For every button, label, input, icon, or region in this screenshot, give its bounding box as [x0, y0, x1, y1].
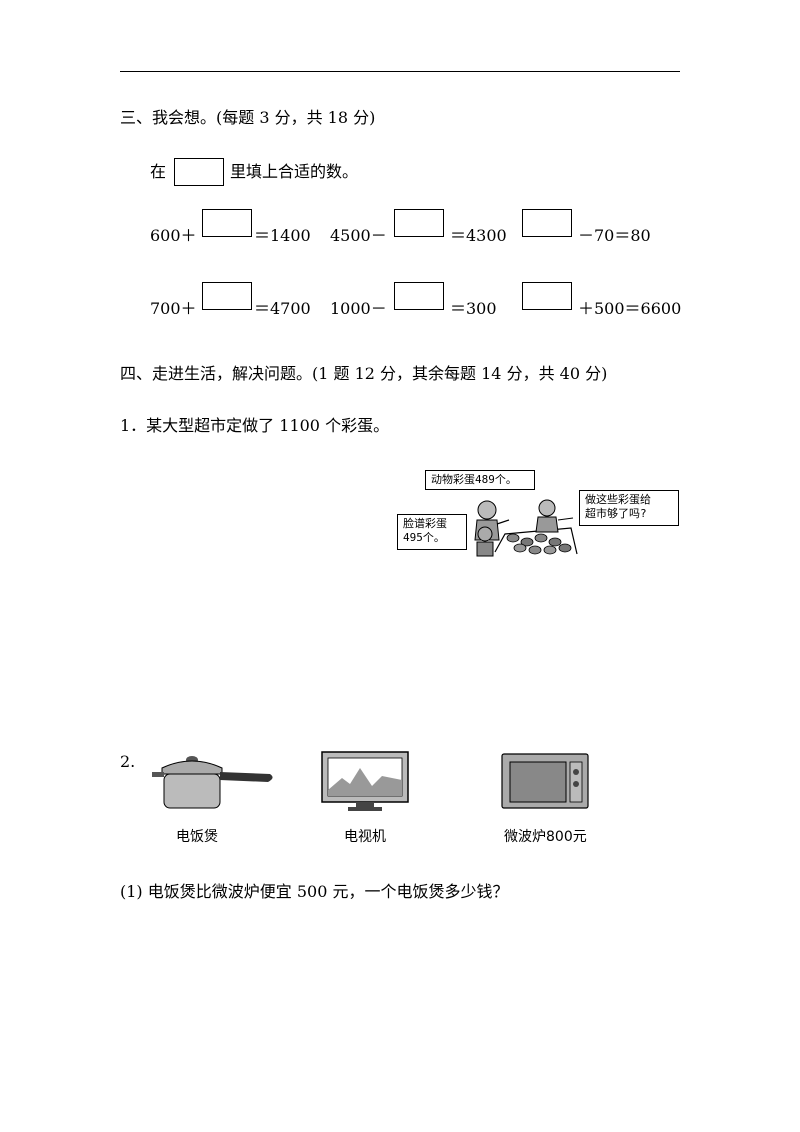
- equation-right: ＝4300: [450, 226, 507, 245]
- speech-bubble-animal: 动物彩蛋489个。: [425, 470, 535, 490]
- bubble-face-line1: 脸谱彩蛋: [403, 517, 447, 530]
- answer-box[interactable]: [202, 209, 252, 237]
- equation-left: 4500－: [330, 226, 387, 245]
- item-caption-rice-cooker: 电饭煲: [176, 829, 218, 845]
- equation-right: ＝1400: [254, 226, 311, 245]
- tv-icon: [320, 750, 410, 814]
- section3-heading: 三、我会想。(每题 3 分，共 18 分): [120, 108, 376, 127]
- answer-box-example: [174, 158, 224, 186]
- instruction-after: 里填上合适的数。: [230, 162, 359, 181]
- speech-bubble-face: 脸谱彩蛋 495个。: [397, 514, 467, 550]
- bubble-question-line2: 超市够了吗?: [585, 507, 647, 520]
- equation-left: 700＋: [150, 299, 197, 318]
- equation-right: ＝300: [450, 299, 497, 318]
- instruction-before: 在: [150, 162, 167, 181]
- equation-left: 600＋: [150, 226, 197, 245]
- egg-illustration: 动物彩蛋489个。 脸谱彩蛋 495个。 做这些彩蛋给 超市够了吗?: [395, 462, 685, 562]
- equation-6: ＋500＝6600: [522, 282, 682, 318]
- question-2-number: 2.: [120, 752, 136, 771]
- question-2-sub1: (1) 电饭煲比微波炉便宜 500 元，一个电饭煲多少钱？: [120, 882, 509, 901]
- microwave-icon: [500, 752, 590, 812]
- equation-right: ＋500＝6600: [578, 299, 682, 318]
- equation-left: 1000－: [330, 299, 387, 318]
- answer-box[interactable]: [522, 209, 572, 237]
- answer-box[interactable]: [394, 209, 444, 237]
- item-caption-microwave: 微波炉800元: [504, 829, 587, 845]
- answer-box[interactable]: [522, 282, 572, 310]
- equation-5: 1000－ ＝300: [330, 282, 510, 318]
- equation-right: －70＝80: [578, 226, 651, 245]
- equation-2: 4500－ ＝4300: [330, 209, 510, 245]
- bubble-face-line2: 495个。: [403, 531, 445, 544]
- section4-heading: 四、走进生活，解决问题。(1 题 12 分，其余每题 14 分，共 40 分): [120, 364, 608, 383]
- bubble-question-line1: 做这些彩蛋给: [585, 493, 651, 506]
- equation-3: －70＝80: [522, 209, 682, 245]
- top-rule: [120, 71, 680, 72]
- item-caption-tv: 电视机: [344, 829, 386, 845]
- question-1-text: 1．某大型超市定做了 1100 个彩蛋。: [120, 416, 390, 435]
- equation-right: ＝4700: [254, 299, 311, 318]
- speech-bubble-question: 做这些彩蛋给 超市够了吗?: [579, 490, 679, 526]
- answer-box[interactable]: [202, 282, 252, 310]
- equation-1: 600＋ ＝1400: [150, 209, 320, 245]
- answer-box[interactable]: [394, 282, 444, 310]
- children-eggs-icon: [474, 499, 578, 557]
- rice-cooker-icon: [150, 752, 280, 814]
- equation-4: 700＋ ＝4700: [150, 282, 320, 318]
